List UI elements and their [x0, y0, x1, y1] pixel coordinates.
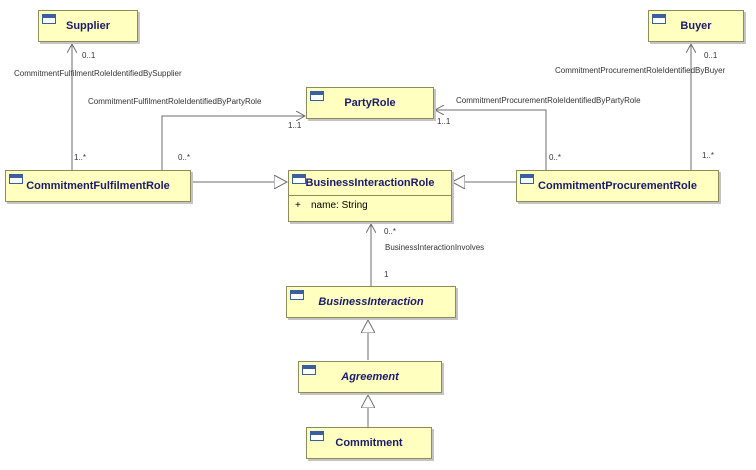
- multiplicity-procure-from-buyer: 1..*: [702, 151, 715, 160]
- class-name: CommitmentProcurementRole: [538, 180, 697, 192]
- association-label-involves: BusinessInteractionInvolves: [385, 243, 485, 252]
- class-icon: [9, 174, 23, 184]
- multiplicity-supplier-end: 0..1: [82, 51, 96, 60]
- class-name: Commitment: [335, 437, 403, 449]
- class-icon: [310, 431, 324, 441]
- class-business-interaction-role[interactable]: BusinessInteractionRole + name: String: [288, 170, 452, 222]
- class-buyer[interactable]: Buyer: [648, 10, 744, 42]
- attribute-visibility: +: [295, 200, 301, 211]
- class-name: PartyRole: [344, 97, 396, 109]
- class-icon: [290, 290, 304, 300]
- multiplicity-buyer-end: 0..1: [704, 51, 718, 60]
- association-label-buyer: CommitmentProcurementRoleIdentifiedByBuy…: [555, 66, 726, 75]
- class-commitment-procurement-role[interactable]: CommitmentProcurementRole: [516, 170, 719, 202]
- multiplicity-fulfil-from-supplier: 1..*: [74, 153, 87, 162]
- class-commitment[interactable]: Commitment: [306, 427, 432, 459]
- fulfil-party-association-line[interactable]: [162, 116, 305, 170]
- multiplicity-party-right: 1..1: [437, 117, 451, 126]
- class-agreement[interactable]: Agreement: [298, 361, 442, 393]
- class-supplier[interactable]: Supplier: [38, 10, 138, 42]
- class-business-interaction[interactable]: BusinessInteraction: [286, 286, 456, 318]
- association-label-supplier: CommitmentFulfilmentRoleIdentifiedBySupp…: [14, 69, 182, 78]
- class-name: CommitmentFulfilmentRole: [26, 180, 170, 192]
- class-name: Buyer: [680, 20, 712, 32]
- attribute-row[interactable]: + name: String: [289, 196, 451, 211]
- class-commitment-fulfilment-role[interactable]: CommitmentFulfilmentRole: [5, 170, 191, 202]
- class-icon: [42, 14, 56, 24]
- class-icon: [520, 174, 534, 184]
- multiplicity-fulfil-from-party: 0..*: [178, 153, 191, 162]
- class-name: BusinessInteractionRole: [289, 171, 451, 196]
- class-icon: [292, 174, 306, 184]
- multiplicity-party-left: 1..1: [288, 121, 302, 130]
- association-label-procure-party: CommitmentProcurementRoleIdentifiedByPar…: [456, 96, 641, 105]
- attribute-name: name: String: [311, 200, 368, 211]
- class-icon: [310, 91, 324, 101]
- multiplicity-bir-end: 0..*: [384, 227, 397, 236]
- multiplicity-procure-from-party: 0..*: [549, 153, 562, 162]
- association-label-fulfil-party: CommitmentFulfilmentRoleIdentifiedByPart…: [88, 97, 262, 106]
- class-party-role[interactable]: PartyRole: [306, 87, 434, 119]
- multiplicity-bi-end: 1: [384, 270, 389, 279]
- class-name: Agreement: [341, 371, 399, 383]
- class-name: Supplier: [65, 20, 110, 32]
- class-name: BusinessInteraction: [318, 296, 424, 308]
- procure-party-association-line[interactable]: [435, 110, 546, 170]
- class-icon: [302, 365, 316, 375]
- class-icon: [652, 14, 666, 24]
